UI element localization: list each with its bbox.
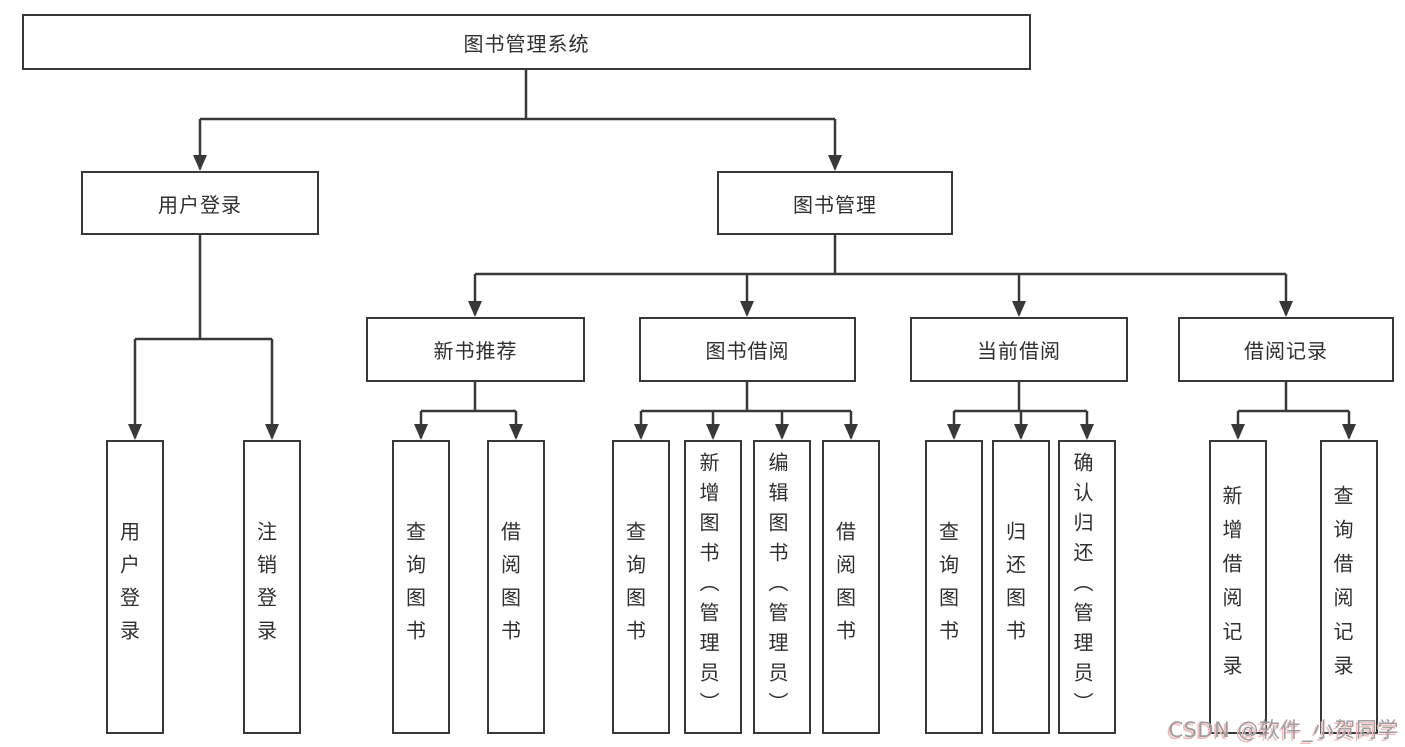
leaf-add-borrow-record: 新增借阅记录 — [1209, 440, 1267, 734]
leaf-logout-login: 注销登录 — [243, 440, 301, 734]
watermark-text: CSDN @软件_小贺同学 — [1168, 718, 1399, 742]
node-label: 图书管理系统 — [463, 31, 590, 56]
leaf-label: 确认归还（管理员） — [1070, 452, 1094, 722]
node-label: 当前借阅 — [977, 339, 1061, 363]
leaf-label: 用户登录 — [116, 521, 141, 653]
node-label: 用户登录 — [158, 192, 242, 217]
node-label: 借阅记录 — [1244, 339, 1328, 363]
leaf-query-books-current: 查询图书 — [925, 440, 983, 734]
leaf-label: 查询图书 — [622, 521, 647, 653]
node-label: 图书借阅 — [705, 339, 790, 363]
leaf-label: 查询图书 — [935, 521, 960, 653]
leaf-add-books-admin: 新增图书（管理员） — [684, 440, 742, 734]
node-current-borrow: 当前借阅 — [910, 317, 1128, 382]
node-borrow-records: 借阅记录 — [1178, 317, 1394, 382]
node-book-management: 图书管理 — [717, 171, 953, 235]
leaf-user-login: 用户登录 — [106, 440, 164, 734]
leaf-edit-books-admin: 编辑图书（管理员） — [753, 440, 811, 734]
leaf-label: 注销登录 — [253, 521, 278, 653]
node-book-borrow: 图书借阅 — [639, 317, 856, 382]
leaf-label: 查询图书 — [402, 521, 427, 653]
leaf-label: 归还图书 — [1002, 521, 1027, 653]
leaf-query-books-recommend: 查询图书 — [392, 440, 450, 734]
leaf-label: 新增图书（管理员） — [696, 452, 720, 722]
leaf-label: 查询借阅记录 — [1330, 485, 1354, 689]
node-label: 新书推荐 — [433, 339, 518, 363]
leaf-query-borrow-record: 查询借阅记录 — [1320, 440, 1378, 734]
node-label: 图书管理 — [793, 192, 877, 217]
leaf-borrow-books-recommend: 借阅图书 — [487, 440, 545, 734]
leaf-label: 借阅图书 — [497, 521, 522, 653]
node-library-system: 图书管理系统 — [22, 14, 1031, 70]
node-new-book-recommend: 新书推荐 — [366, 317, 585, 382]
node-user-login: 用户登录 — [81, 171, 319, 235]
leaf-confirm-return-admin: 确认归还（管理员） — [1058, 440, 1116, 734]
leaf-label: 借阅图书 — [832, 521, 857, 653]
leaf-query-books-borrow: 查询图书 — [612, 440, 670, 734]
leaf-return-books: 归还图书 — [992, 440, 1050, 734]
leaf-label: 编辑图书（管理员） — [765, 452, 789, 722]
leaf-borrow-books-borrow: 借阅图书 — [822, 440, 880, 734]
leaf-label: 新增借阅记录 — [1219, 485, 1243, 689]
